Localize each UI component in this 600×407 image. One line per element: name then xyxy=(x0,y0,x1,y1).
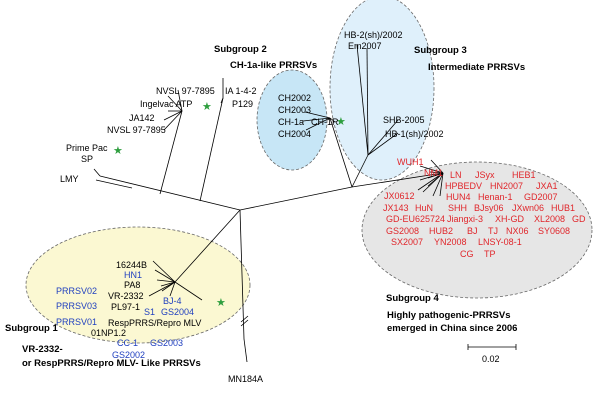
taxon-label: GS2008 xyxy=(386,226,419,236)
taxon-label: S1 xyxy=(144,307,155,317)
star-icon: ★ xyxy=(202,100,212,113)
taxon-label: BJ xyxy=(467,226,478,236)
subgroup4-line1: Highly pathogenic-PRRSVs xyxy=(387,310,511,321)
taxon-label: CH2004 xyxy=(278,129,311,139)
subgroup4-title: Subgroup 4 xyxy=(386,293,439,304)
subgroup1-line1: VR-2332- xyxy=(22,344,63,355)
taxon-label: HPBEDV xyxy=(445,181,482,191)
taxon-label: JA142 xyxy=(129,113,155,123)
taxon-label: YN2008 xyxy=(434,237,467,247)
taxon-label: NVSL 97-7895 xyxy=(156,86,215,96)
taxon-label: HUB1 xyxy=(551,203,575,213)
taxon-label: HN2007 xyxy=(490,181,523,191)
taxon-label: JX0612 xyxy=(384,191,415,201)
taxon-label: WUH1 xyxy=(397,157,424,167)
taxon-label: NX06 xyxy=(506,226,529,236)
taxon-label: GS2002 xyxy=(112,350,145,360)
taxon-label: IA 1-4-2 xyxy=(225,86,257,96)
subgroup3-title: Subgroup 3 xyxy=(414,45,467,56)
taxon-label: LNSY-08-1 xyxy=(478,237,522,247)
taxon-label: JX143 xyxy=(383,203,409,213)
taxon-label: PL97-1 xyxy=(111,302,140,312)
taxon-label: HB-2(sh)/2002 xyxy=(344,30,403,40)
taxon-label: HEB1 xyxy=(512,170,536,180)
subgroup3-ellipse xyxy=(329,0,435,181)
taxon-label: HuN xyxy=(415,203,433,213)
taxon-label: SY0608 xyxy=(538,226,570,236)
taxon-label: NM1 xyxy=(424,168,443,178)
taxon-label: PRRSV01 xyxy=(56,317,97,327)
taxon-label: SHH xyxy=(448,203,467,213)
taxon-label: Jiangxi-3 xyxy=(447,214,483,224)
branch-break-mark xyxy=(240,315,249,323)
branch-break-mark xyxy=(240,319,249,327)
star-icon: ★ xyxy=(113,144,123,157)
subgroup1-line2: or RespPRRS/Repro MLV- Like PRRSVs xyxy=(22,358,201,369)
taxon-label: TJ xyxy=(488,226,498,236)
taxon-label: PRRSV02 xyxy=(56,286,97,296)
taxon-label: CC-1 xyxy=(117,338,138,348)
scale-bar: 0.02 xyxy=(467,344,517,364)
taxon-label: LMY xyxy=(60,174,79,184)
taxon-label: P129 xyxy=(232,99,253,109)
taxon-label: SP xyxy=(81,154,93,164)
subgroup1-title: Subgroup 1 xyxy=(5,323,58,334)
taxon-label: PRRSV03 xyxy=(56,301,97,311)
taxon-label: CH-1R xyxy=(311,117,339,127)
subgroup4-ellipse xyxy=(361,161,593,299)
taxon-label: BJ-4 xyxy=(163,296,182,306)
taxon-label: HN1 xyxy=(124,270,142,280)
taxon-label: HB-1(sh)/2002 xyxy=(385,129,444,139)
taxon-label: Henan-1 xyxy=(478,192,513,202)
taxon-label: CH-1a xyxy=(278,117,304,127)
subgroup2-ellipse xyxy=(256,69,328,171)
taxon-label: RespPRRS/Repro MLV xyxy=(108,318,201,328)
star-icon: ★ xyxy=(336,115,346,128)
subgroup2-subtitle: CH-1a-like PRRSVs xyxy=(230,60,317,71)
subgroup3-subtitle: Intermediate PRRSVs xyxy=(428,62,525,73)
taxon-label: CH2003 xyxy=(278,105,311,115)
taxon-label: GS2004 xyxy=(161,307,194,317)
taxon-label: JXA1 xyxy=(536,181,558,191)
taxon-label: VR-2332 xyxy=(108,291,144,301)
tree-branches xyxy=(93,44,444,363)
scale-bar-label: 0.02 xyxy=(482,354,500,364)
taxon-label: JXwn06 xyxy=(512,203,544,213)
taxon-label: TP xyxy=(484,249,496,259)
taxon-label: HUB2 xyxy=(429,226,453,236)
subgroup4-line2: emerged in China since 2006 xyxy=(387,323,517,334)
subgroup2-title: Subgroup 2 xyxy=(214,44,267,55)
taxon-label: 16244B xyxy=(116,260,147,270)
taxon-label: Prime Pac xyxy=(66,143,108,153)
taxon-label: GD xyxy=(572,214,586,224)
taxon-label: CH2002 xyxy=(278,93,311,103)
star-icon: ★ xyxy=(216,296,226,309)
taxon-label: XL2008 xyxy=(534,214,565,224)
taxon-label: JSyx xyxy=(475,170,495,180)
taxon-label: Ingelvac ATP xyxy=(140,99,192,109)
taxon-label: CG xyxy=(460,249,474,259)
taxon-label: MN184A xyxy=(228,374,263,384)
subgroup1-ellipse xyxy=(25,226,251,344)
taxon-label: GS2003 xyxy=(150,338,183,348)
taxon-label: XH-GD xyxy=(495,214,525,224)
taxon-label: 01NP1.2 xyxy=(91,328,126,338)
taxon-label: NVSL 97-7895 xyxy=(107,125,166,135)
taxon-label: GD-EU625724 xyxy=(386,214,445,224)
taxon-label: PA8 xyxy=(124,280,140,290)
taxon-label: LN xyxy=(450,170,462,180)
taxon-label: Em2007 xyxy=(348,41,382,51)
taxon-label: HUN4 xyxy=(446,192,471,202)
taxon-label: SHB-2005 xyxy=(383,115,425,125)
taxon-label: SX2007 xyxy=(391,237,423,247)
taxon-label: BJsy06 xyxy=(474,203,504,213)
taxon-label: GD2007 xyxy=(524,192,558,202)
